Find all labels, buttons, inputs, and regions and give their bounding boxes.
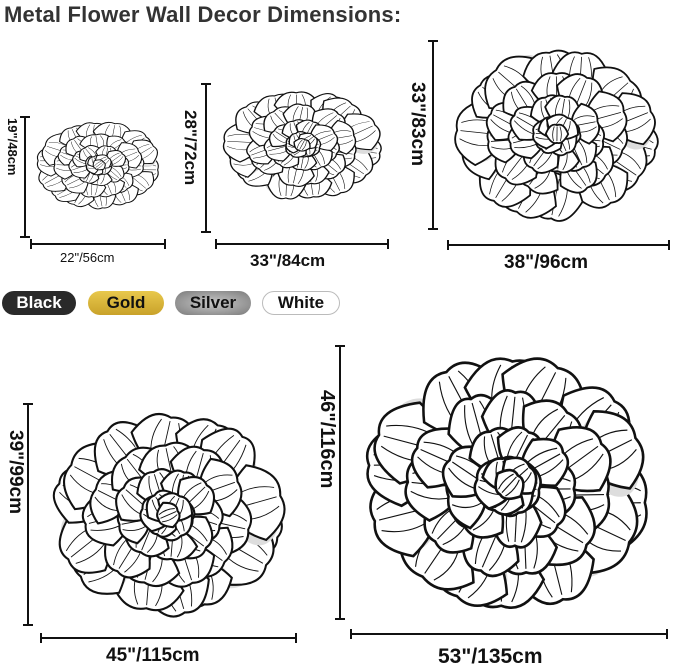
width-dimension-line xyxy=(30,239,166,249)
petal-vein xyxy=(451,502,483,509)
color-option-white[interactable]: White xyxy=(262,291,340,315)
petal-vein xyxy=(498,473,514,490)
width-label: 33"/84cm xyxy=(250,251,326,270)
page-title: Metal Flower Wall Decor Dimensions: xyxy=(4,2,402,27)
height-dimension-line xyxy=(23,403,33,626)
width-label: 53"/135cm xyxy=(438,645,543,668)
petal-vein xyxy=(122,525,147,531)
petal-vein xyxy=(299,140,305,150)
width-dimension-line xyxy=(215,239,389,249)
petal-vein xyxy=(505,479,520,497)
petal-vein xyxy=(112,156,124,165)
color-option-gold[interactable]: Gold xyxy=(88,291,164,315)
petal xyxy=(293,137,311,152)
height-label: 46"/116cm xyxy=(316,390,338,489)
petal-vein xyxy=(552,126,555,142)
petal-vein xyxy=(95,162,103,168)
petal-vein xyxy=(559,126,562,142)
petal-vein xyxy=(301,141,307,151)
petal-vein xyxy=(94,161,102,167)
petal-vein xyxy=(132,177,146,189)
height-dimension-line xyxy=(335,345,345,620)
petal xyxy=(494,468,525,501)
petal xyxy=(92,159,106,171)
width-dimension-line xyxy=(447,240,670,250)
flower-image-medium xyxy=(222,91,382,200)
height-dimension-line xyxy=(201,83,211,233)
width-dimension-line xyxy=(350,629,668,639)
petal-vein xyxy=(94,496,119,512)
petal xyxy=(544,123,570,144)
flower-image-large xyxy=(454,49,659,222)
flower-image-xxlarge xyxy=(365,357,648,609)
petal-vein xyxy=(161,514,178,523)
color-option-silver[interactable]: Silver xyxy=(175,291,251,315)
petal-vein xyxy=(158,508,175,515)
flower-image-xlarge xyxy=(52,413,286,618)
width-label: 38"/96cm xyxy=(504,252,589,273)
height-dimension-line xyxy=(20,116,30,238)
width-label: 45"/115cm xyxy=(106,645,200,666)
height-label: 28"/72cm xyxy=(181,110,200,186)
petal-vein xyxy=(272,134,286,144)
petal-vein xyxy=(574,115,595,120)
width-label: 22"/56cm xyxy=(60,250,115,265)
petal-vein xyxy=(501,476,517,494)
petal-vein xyxy=(160,511,177,519)
height-label: 19"/48cm xyxy=(5,118,20,176)
petal xyxy=(156,501,181,529)
height-label: 39"/99cm xyxy=(5,430,26,515)
height-label: 33"/83cm xyxy=(407,82,428,167)
petal-vein xyxy=(297,139,303,149)
height-dimension-line xyxy=(428,40,438,230)
color-option-black[interactable]: Black xyxy=(2,291,76,315)
width-dimension-line xyxy=(40,633,297,643)
flower-image-small xyxy=(36,121,159,210)
petal-vein xyxy=(97,163,104,169)
